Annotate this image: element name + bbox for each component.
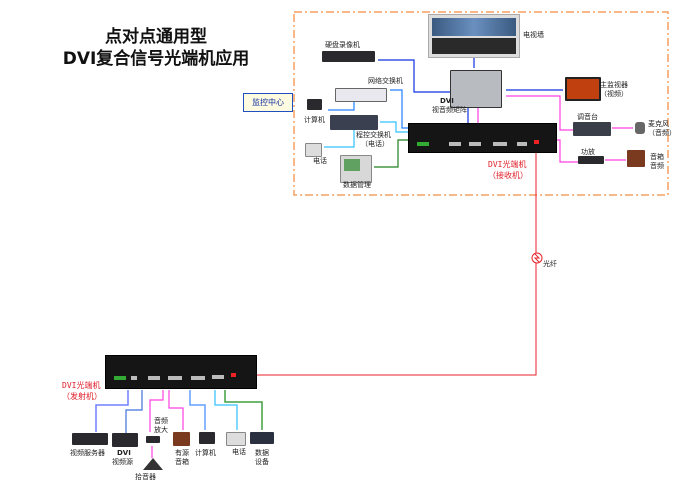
dvr-icon xyxy=(322,51,375,62)
phone-tx-label: 电话 xyxy=(232,448,246,456)
computer-icon xyxy=(307,99,322,110)
title-line1: 点对点通用型 xyxy=(105,27,207,47)
speaker-label: 音箱 xyxy=(650,153,664,161)
transmitter-label-line1: DVI光端机 xyxy=(62,381,101,390)
line-matrix-dvr xyxy=(378,59,450,93)
phone-tx-icon xyxy=(226,432,246,446)
matrix-label-line2: 视音频矩阵 xyxy=(432,106,467,114)
network-switch-icon xyxy=(335,88,387,102)
main-monitor-label: 主监视器 xyxy=(600,81,628,89)
receiver-unit-icon xyxy=(408,123,557,153)
phone-label: 电话 xyxy=(313,157,327,165)
video-server-icon xyxy=(72,433,108,445)
pickup-icon xyxy=(143,458,163,470)
data-management-label: 数据管理 xyxy=(343,181,371,189)
line-pbx-receiver xyxy=(380,121,412,133)
tv-wall-label: 电视墙 xyxy=(523,31,544,39)
data-management-icon xyxy=(340,155,372,183)
audio-amp-icon xyxy=(146,436,160,443)
line-tx-phone xyxy=(214,390,238,430)
dvi-source-icon xyxy=(112,433,138,447)
speaker-icon xyxy=(627,150,645,167)
main-monitor-note: （视频） xyxy=(600,90,628,98)
computer-tx-label: 计算机 xyxy=(195,449,216,457)
receiver-site-border xyxy=(293,11,669,196)
audio-amp-label-line2: 放大 xyxy=(154,426,168,434)
transmitter-unit-icon xyxy=(105,355,257,389)
line-pbx-phone xyxy=(324,130,355,148)
fiber-label: 光纤 xyxy=(543,260,557,268)
pickup-label: 拾音器 xyxy=(135,473,156,481)
dvr-label: 硬盘录像机 xyxy=(325,41,360,49)
computer-label: 计算机 xyxy=(304,116,325,124)
audio-amp-label-line1: 音频 xyxy=(154,417,168,425)
pbx-label: 程控交换机 xyxy=(356,131,391,139)
line-switch-computer xyxy=(328,102,355,111)
video-server-label: 视频服务器 xyxy=(70,449,105,457)
phone-icon xyxy=(305,143,322,157)
amplifier-icon xyxy=(578,156,604,164)
title-line2: DVI复合信号光端机应用 xyxy=(62,49,250,69)
computer-tx-icon xyxy=(199,432,215,444)
line-matrix-mixer xyxy=(506,95,573,131)
receiver-label-line1: DVI光端机 xyxy=(488,160,527,169)
line-tx-data xyxy=(224,390,263,430)
dvi-source-label-line1: DVI xyxy=(117,449,131,457)
speaker-note: 音频 xyxy=(650,162,664,170)
monitoring-center-label: 监控中心 xyxy=(243,93,293,112)
pbx-icon xyxy=(330,115,378,130)
mixer-label: 调音台 xyxy=(577,113,598,121)
data-device-label-line2: 设备 xyxy=(255,458,269,466)
main-monitor-icon xyxy=(565,77,601,101)
powered-speaker-icon xyxy=(173,432,190,446)
tv-wall-icon xyxy=(428,14,520,58)
amplifier-label: 功放 xyxy=(581,148,595,156)
powered-speaker-label-line1: 有源 xyxy=(175,449,189,457)
line-dvisource-tx xyxy=(125,390,143,433)
transmitter-label-line2: （发射机） xyxy=(62,392,102,401)
line-audioamp-tx xyxy=(149,390,164,432)
powered-speaker-label-line2: 音箱 xyxy=(175,458,189,466)
fiber-line xyxy=(235,146,537,376)
data-device-label-line1: 数据 xyxy=(255,449,269,457)
network-switch-label: 网络交换机 xyxy=(368,77,403,85)
microphone-note: （音频） xyxy=(648,129,676,137)
receiver-label-line2: （接收机） xyxy=(488,171,528,180)
line-videoserver-tx xyxy=(95,390,129,432)
mixer-icon xyxy=(573,122,611,136)
line-tx-computer xyxy=(189,390,206,430)
line-tx-speaker xyxy=(168,390,184,430)
matrix-icon xyxy=(450,70,502,108)
line-receiver-amp xyxy=(556,139,578,163)
microphone-label: 麦克风 xyxy=(648,120,669,128)
pbx-note: （电话） xyxy=(361,140,389,148)
line-switch-receiver xyxy=(390,89,412,129)
data-device-icon xyxy=(250,432,274,444)
line-receiver-data xyxy=(374,139,412,168)
microphone-icon xyxy=(635,122,645,134)
dvi-source-label-line2: 视频源 xyxy=(112,458,133,466)
matrix-label-line1: DVI xyxy=(440,97,454,105)
